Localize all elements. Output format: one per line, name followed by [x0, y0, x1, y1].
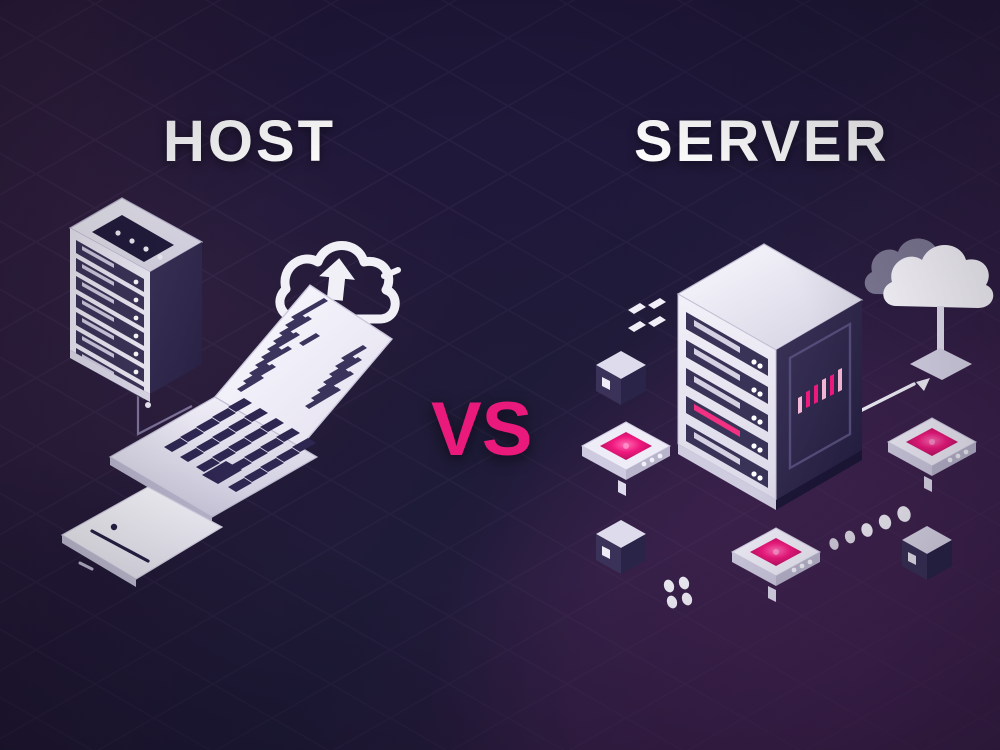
laptop	[92, 284, 402, 525]
cpu-chip-right	[884, 410, 984, 494]
page-title-server: SERVER	[634, 109, 890, 174]
connector-arrow	[852, 378, 942, 424]
server-cabinet	[672, 236, 872, 521]
grid-dots-icon	[626, 298, 670, 342]
page-title-host: HOST	[163, 109, 337, 174]
cube-right	[898, 522, 956, 584]
dot-matrix-icon	[662, 576, 702, 616]
cloud-upload-icon	[266, 224, 406, 342]
cpu-chip-bottom	[728, 520, 828, 604]
versus-label: VS	[431, 387, 533, 472]
cube-upper	[592, 347, 650, 409]
cpu-chip-left	[578, 414, 678, 498]
cube-lower	[592, 516, 650, 578]
data-flow-dots	[828, 506, 928, 558]
cloud-pedestal	[862, 228, 997, 380]
smartphone	[52, 486, 232, 607]
side-bar-chart	[798, 368, 842, 414]
server-rack-tower	[62, 192, 212, 422]
